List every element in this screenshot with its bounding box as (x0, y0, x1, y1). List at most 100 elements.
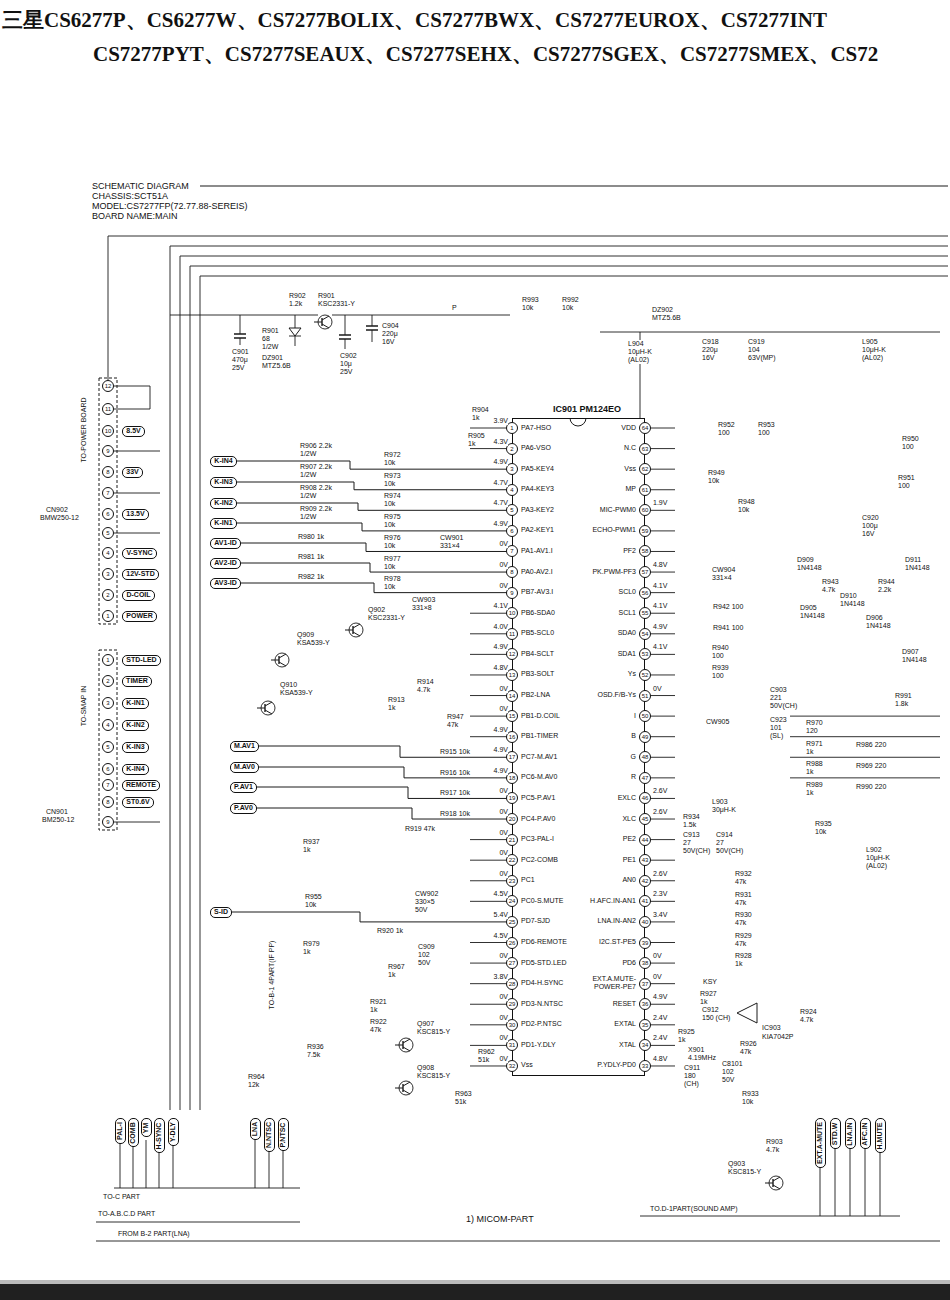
tag-text: STD.W (831, 1122, 839, 1145)
pin-name: MIC-PWM0 (600, 506, 636, 514)
pin-number: 60 (639, 504, 651, 516)
wire-connector (232, 912, 512, 922)
wire (790, 757, 940, 758)
pin-number: 2 (102, 589, 114, 601)
tag-text: POWER (126, 612, 152, 620)
pin-number: 2 (102, 675, 114, 687)
wire (96, 1222, 300, 1223)
part-label: 47k (735, 899, 746, 907)
pin-number: 6 (102, 508, 114, 520)
part-label: C918 (702, 338, 719, 346)
part-label: 220μ (702, 346, 718, 354)
part-label: R903 (766, 1138, 783, 1146)
tag-text: H-SYNC (155, 1122, 163, 1149)
part-label: 4.19MHz (688, 1054, 716, 1062)
part-label: R976 (384, 534, 401, 542)
signal-tag: 33V (122, 467, 143, 478)
pin-name: ECHO-PWM1 (592, 526, 636, 534)
wire (170, 315, 318, 316)
pin-number: 42 (639, 875, 651, 887)
pin-number: 1 (102, 610, 114, 622)
part-label: DZ901 (262, 354, 283, 362)
wire-connector (241, 543, 512, 551)
part-label: 10k (384, 583, 395, 591)
part-label: R974 (384, 492, 401, 500)
tag-text: TIMER (126, 677, 148, 685)
connector-note: TO-B-1 4PART(IF PP) (268, 941, 276, 1010)
wire (190, 266, 191, 1110)
part-label: R962 (478, 1048, 495, 1056)
pin-name: PB5-SCL0 (521, 629, 554, 637)
part-label: R939 (712, 664, 729, 672)
pin-name: PC3-PAL-I (521, 835, 554, 843)
wire (114, 493, 160, 494)
signal-tag: Y-DLY (168, 1118, 179, 1146)
signal-tag: YM (141, 1118, 152, 1137)
part-label: 470μ (232, 356, 248, 364)
part-label: R935 (815, 820, 832, 828)
wire (234, 333, 246, 335)
wire (255, 1140, 256, 1188)
signal-tag: K-IN2 (210, 498, 237, 509)
part-label: 1.8k (895, 700, 908, 708)
pin-name: OSD.F/B-Ys (597, 691, 636, 699)
pin-name: B (631, 732, 636, 740)
part-label: 1k (472, 414, 479, 422)
wire (200, 276, 948, 277)
part-label: CW905 (706, 718, 729, 726)
pin-voltage: 4.9V (494, 767, 508, 775)
pin-name: N.C (624, 444, 636, 452)
header-text: BOARD NAME:MAIN (92, 211, 178, 221)
part-label: 1k (678, 1036, 685, 1044)
part-label: 27 (716, 839, 724, 847)
part-label: R927 (700, 990, 717, 998)
pin-voltage: 0V (499, 1034, 508, 1042)
pin-name: Vss (521, 1061, 533, 1069)
pin-voltage: 0V (499, 870, 508, 878)
pin-number: 5 (102, 741, 114, 753)
part-label: KSC2331-Y (368, 614, 405, 622)
wire (372, 330, 373, 342)
pin-name: PA4-KEY3 (521, 485, 554, 493)
part-label: R989 (806, 781, 823, 789)
part-label: R964 (248, 1073, 265, 1081)
signal-tag: K-IN3 (210, 477, 237, 488)
part-label: 1/2W (300, 471, 316, 479)
tag-text: H.MUTE (876, 1122, 884, 1149)
part-label: R905 (468, 432, 485, 440)
part-label: R908 2.2k (300, 484, 332, 492)
part-label: BM250-12 (42, 816, 74, 824)
part-label: R963 (455, 1090, 472, 1098)
wire (190, 266, 948, 267)
pin-voltage: 4.9V (494, 746, 508, 754)
part-label: 104 (748, 346, 760, 354)
pin-name: H.AFC.IN-AN1 (590, 897, 636, 905)
part-label: 1N4148 (840, 600, 865, 608)
tag-text: K-IN2 (126, 721, 144, 729)
part-label: 2.6V (653, 808, 667, 816)
pin-name: PB1-D.COIL (521, 712, 560, 720)
wire (114, 822, 160, 823)
signal-tag: P.NTSC (278, 1118, 289, 1151)
pin-number: 7 (102, 779, 114, 791)
pin-number: 12 (102, 380, 114, 392)
part-label: 100 (718, 429, 730, 437)
wire-connector (241, 583, 512, 593)
part-label: P (452, 304, 457, 312)
wire (790, 716, 940, 717)
part-label: KSC815-Y (417, 1072, 450, 1080)
title-line: CS7277PYT、CS7277SEAUX、CS7277SEHX、CS7277S… (93, 42, 878, 66)
part-label: 16V (382, 338, 394, 346)
tag-text: K-IN4 (126, 765, 144, 773)
pin-voltage: 4.3V (494, 438, 508, 446)
pin-number: 9 (102, 445, 114, 457)
part-label: R918 10k (440, 810, 470, 818)
part-label: 4.1V (653, 582, 667, 590)
part-label: R932 (735, 870, 752, 878)
part-label: C913 (683, 831, 700, 839)
part-label: CW904 (712, 566, 735, 574)
pin-name: PB4-SCLT (521, 650, 554, 658)
part-label: 1.5k (683, 821, 696, 829)
pin-number: 36 (639, 998, 651, 1010)
page-title: 三星CS6277P、CS6277W、CS7277BOLIX、CS7277BWX、… (2, 8, 827, 32)
